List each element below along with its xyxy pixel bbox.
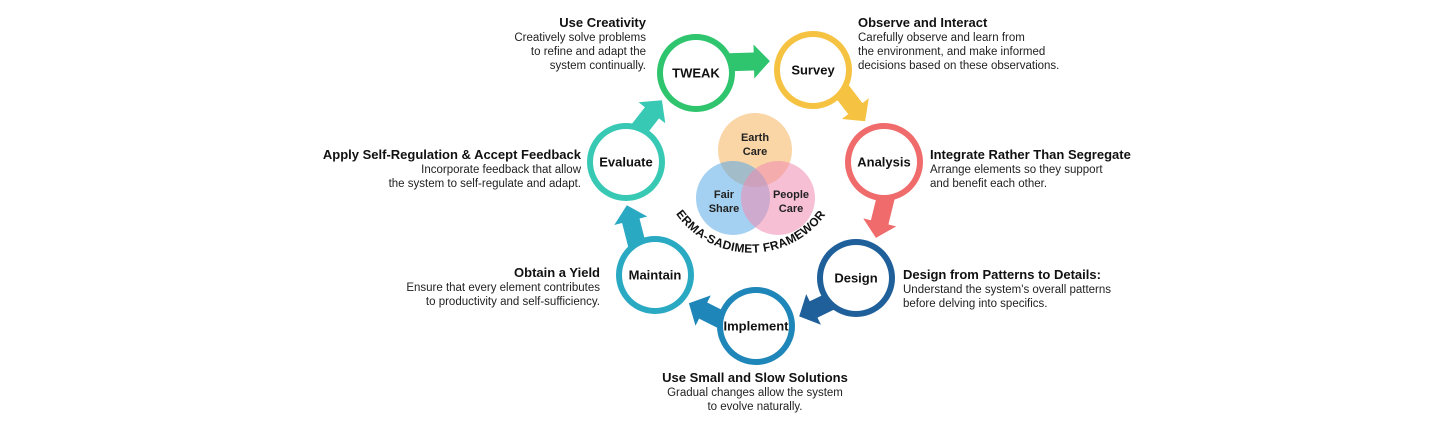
- stage-implement: Implement: [717, 287, 795, 365]
- note-evaluate: Apply Self-Regulation & Accept Feedback …: [300, 146, 581, 191]
- venn-people-circle: [741, 161, 815, 235]
- note-analysis: Integrate Rather Than Segregate Arrange …: [930, 146, 1190, 191]
- stage-tweak: TWEAK: [657, 34, 735, 112]
- note-tweak-heading: Use Creativity: [559, 15, 646, 30]
- note-tweak: Use Creativity Creatively solve problems…: [430, 14, 646, 73]
- stage-tweak-disc: [663, 40, 729, 106]
- stage-maintain-disc: [622, 242, 688, 308]
- stage-survey: Survey: [774, 31, 852, 109]
- arrow-implement-to-maintain: [688, 295, 727, 329]
- arrow-analysis-to-design: [863, 193, 897, 238]
- stage-design-disc: [823, 245, 889, 311]
- stage-design-label: Design: [834, 271, 877, 286]
- note-tweak-body: Creatively solve problems to refine and …: [514, 32, 646, 72]
- stage-survey-label: Survey: [791, 63, 835, 78]
- stage-evaluate-label: Evaluate: [599, 155, 652, 170]
- arrow-maintain-to-evaluate: [614, 205, 648, 247]
- note-maintain: Obtain a Yield Ensure that every element…: [340, 264, 600, 309]
- stage-evaluate-disc: [593, 129, 659, 195]
- note-design: Design from Patterns to Details: Underst…: [903, 266, 1183, 311]
- note-survey: Observe and Interact Carefully observe a…: [858, 14, 1118, 73]
- note-analysis-body: Arrange elements so they support and ben…: [930, 164, 1103, 190]
- note-maintain-heading: Obtain a Yield: [514, 265, 600, 280]
- stage-maintain-label: Maintain: [629, 268, 682, 283]
- stage-analysis-label: Analysis: [857, 155, 910, 170]
- note-survey-heading: Observe and Interact: [858, 15, 988, 30]
- note-evaluate-body: Incorporate feedback that allow the syst…: [388, 164, 581, 190]
- stage-tweak-label: TWEAK: [672, 66, 720, 81]
- stage-evaluate: Evaluate: [587, 123, 665, 201]
- stage-survey-disc: [780, 37, 846, 103]
- note-design-body: Understand the system's overall patterns…: [903, 284, 1112, 310]
- note-maintain-body: Ensure that every element contributes to…: [406, 282, 600, 308]
- note-design-heading: Design from Patterns to Details:: [903, 267, 1101, 282]
- note-implement-heading: Use Small and Slow Solutions: [662, 370, 848, 385]
- note-analysis-heading: Integrate Rather Than Segregate: [930, 147, 1131, 162]
- note-survey-body: Carefully observe and learn from the env…: [858, 32, 1060, 72]
- stage-analysis: Analysis: [845, 123, 923, 201]
- stage-maintain: Maintain: [616, 236, 694, 314]
- stage-analysis-disc: [851, 129, 917, 195]
- stage-implement-label: Implement: [723, 319, 789, 334]
- arrow-tweak-to-survey: [728, 44, 770, 79]
- note-implement-body: Gradual changes allow the system to evol…: [667, 387, 843, 413]
- note-implement: Use Small and Slow Solutions Gradual cha…: [630, 369, 880, 414]
- stage-design: Design: [817, 239, 895, 317]
- note-evaluate-heading: Apply Self-Regulation & Accept Feedback: [322, 147, 581, 162]
- stage-implement-disc: [723, 293, 789, 359]
